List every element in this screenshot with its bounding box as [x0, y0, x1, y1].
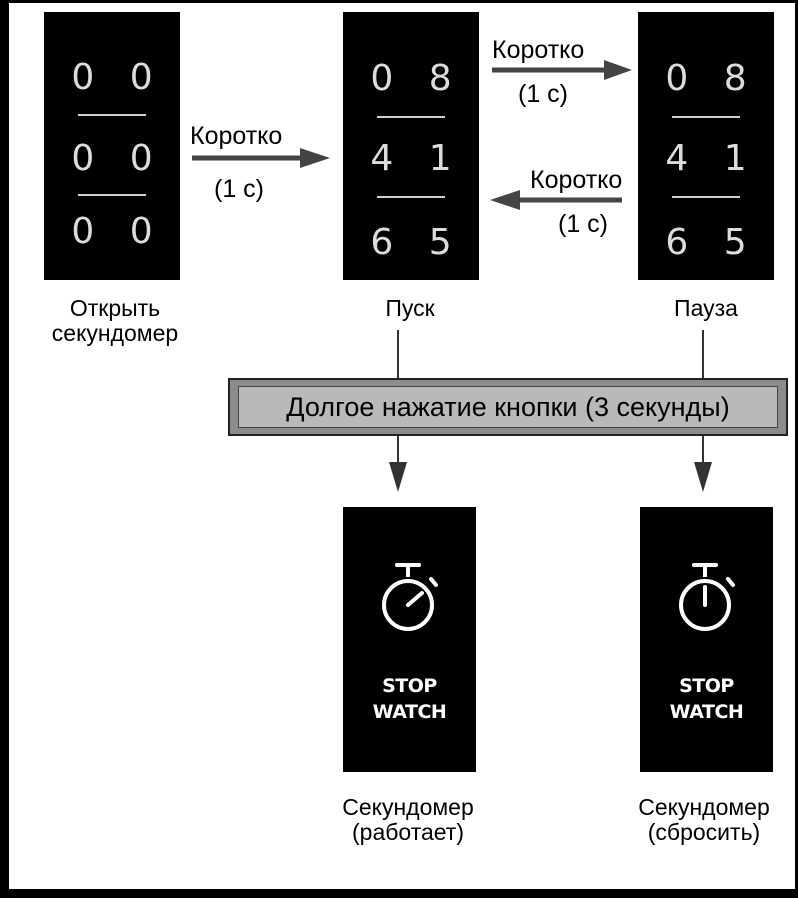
- digit-row-minutes: 4 1: [370, 138, 464, 179]
- digit-row-seconds: 6 5: [665, 222, 759, 263]
- caption-running-line1: Секундомер: [342, 794, 474, 820]
- digit-row-seconds: 6 5: [370, 222, 464, 263]
- display-panel-start: 0 8 4 1 6 5: [343, 12, 479, 280]
- arrow-sub-pause-to-start: (1 с): [558, 210, 608, 238]
- display-panel-pause: 0 8 4 1 6 5: [638, 12, 774, 280]
- arrow-label-start-to-pause: Коротко: [492, 36, 585, 64]
- stopwatch-text-line1: STOP: [382, 675, 437, 697]
- digit-separator: [672, 196, 740, 198]
- digit-row-minutes: 4 1: [665, 138, 759, 179]
- stopwatch-icon: [679, 563, 735, 631]
- caption-open-line2: секундомер: [51, 320, 179, 346]
- caption-running: Секундомер (работает): [318, 795, 498, 845]
- stopwatch-panel-running: STOP WATCH: [343, 507, 476, 772]
- digit-separator: [672, 116, 740, 118]
- arrow-label-pause-to-start: Коротко: [530, 166, 623, 194]
- stopwatch-panel-reset: STOP WATCH: [640, 507, 773, 772]
- arrow-sub-open-to-start: (1 с): [214, 175, 264, 203]
- digit-separator: [377, 196, 445, 198]
- caption-running-line2: (работает): [352, 819, 464, 845]
- long-press-label: Долгое нажатие кнопки (3 секунды): [238, 386, 778, 428]
- stopwatch-icon: [382, 563, 438, 631]
- digit-row-hours: 0 8: [370, 58, 464, 99]
- caption-open: Открыть секундомер: [40, 296, 190, 346]
- caption-open-line1: Открыть: [69, 295, 161, 321]
- digit-separator: [78, 194, 146, 196]
- caption-reset-line2: (сбросить): [647, 819, 761, 845]
- display-panel-open: 0 0 0 0 0 0: [44, 12, 180, 280]
- stopwatch-text-line1: STOP: [679, 675, 734, 697]
- arrow-label-open-to-start: Коротко: [190, 122, 283, 150]
- long-press-bar: Долгое нажатие кнопки (3 секунды): [228, 378, 788, 436]
- digit-separator: [78, 114, 146, 116]
- digit-separator: [377, 116, 445, 118]
- caption-start: Пуск: [385, 295, 435, 321]
- caption-reset: Секундомер (сбросить): [614, 795, 794, 845]
- digit-row-hours: 0 8: [665, 58, 759, 99]
- caption-reset-line1: Секундомер: [638, 794, 770, 820]
- stopwatch-text: STOP WATCH: [343, 673, 476, 725]
- arrow-sub-start-to-pause: (1 с): [518, 80, 568, 108]
- stopwatch-text-line2: WATCH: [669, 701, 744, 723]
- digit-row-seconds: 0 0: [71, 211, 165, 252]
- digit-row-hours: 0 0: [71, 57, 165, 98]
- caption-pause: Пауза: [674, 295, 738, 321]
- stopwatch-text: STOP WATCH: [640, 673, 773, 725]
- digit-row-minutes: 0 0: [71, 138, 165, 179]
- stopwatch-text-line2: WATCH: [372, 701, 447, 723]
